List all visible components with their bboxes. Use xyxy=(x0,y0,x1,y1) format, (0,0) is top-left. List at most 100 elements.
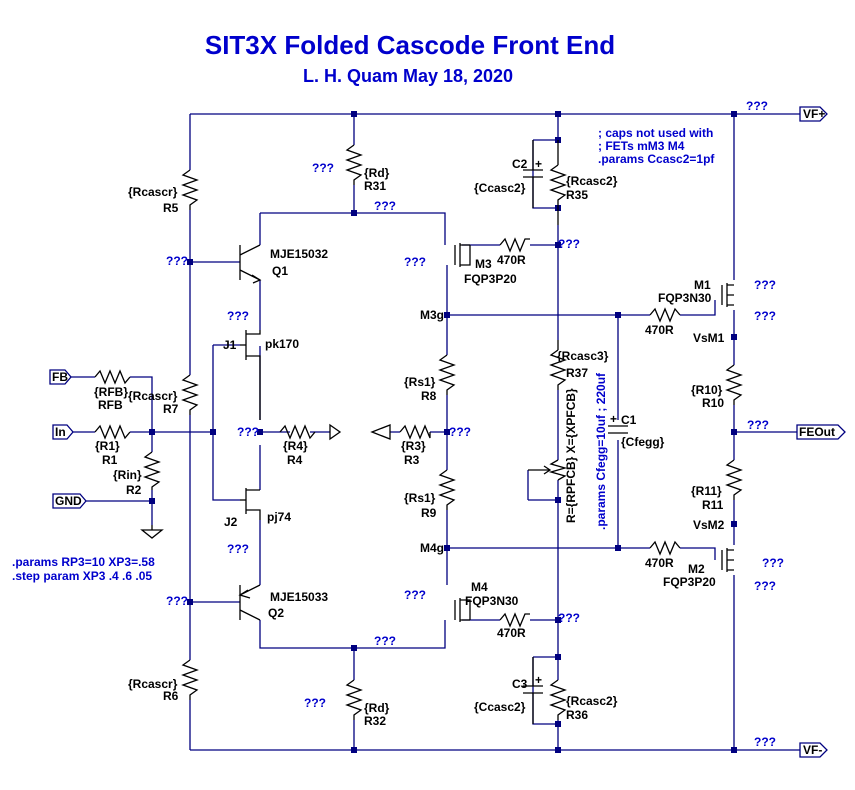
capacitor-c3: + xyxy=(523,657,543,724)
probe-labels: ??? ??? ??? ??? ??? ??? ??? ??? ??? ??? … xyxy=(166,99,784,749)
capacitor-c1: + xyxy=(608,412,628,434)
transistor-q1 xyxy=(239,244,262,284)
r8-name: R8 xyxy=(421,389,437,403)
r10-name: R10 xyxy=(702,396,724,410)
note-params-1: .params RP3=10 XP3=.58 xyxy=(12,555,155,569)
svg-text:???: ??? xyxy=(754,278,776,292)
svg-text:+: + xyxy=(610,412,617,426)
resistor-r3 xyxy=(399,424,431,440)
net-m3g: M3g xyxy=(420,308,444,322)
net-vsm1: VsM1 xyxy=(693,331,725,345)
resistor-r32 xyxy=(345,679,363,720)
resistor-r36 xyxy=(549,679,567,720)
r32-name: R32 xyxy=(364,714,386,728)
j1-name: J1 xyxy=(223,338,237,352)
port-vf-minus: VF- xyxy=(799,742,828,758)
port-in: In xyxy=(52,424,74,440)
m3-name: M3 xyxy=(475,257,492,271)
m3-gate-r: 470R xyxy=(497,253,526,267)
j1-value: pk170 xyxy=(265,337,299,351)
ground-symbol xyxy=(140,525,164,539)
svg-text:???: ??? xyxy=(166,254,188,268)
r36-name: R36 xyxy=(566,708,588,722)
note-caps-2: ; FETs mM3 M4 xyxy=(598,139,685,153)
note-cfegg: .params Cfegg=10uf ; 220uf xyxy=(594,372,608,530)
q2-name: Q2 xyxy=(268,606,284,620)
gate-resistor-m2 xyxy=(649,540,681,556)
svg-text:GND: GND xyxy=(55,494,82,508)
r6-name: R6 xyxy=(163,689,179,703)
resistor-r31 xyxy=(345,144,363,185)
resistor-rfb xyxy=(94,369,131,385)
gate-resistor-m3 xyxy=(499,237,530,253)
svg-text:???: ??? xyxy=(762,556,784,570)
gate-resistor-m1 xyxy=(649,307,681,323)
m4-value: FQP3N30 xyxy=(465,594,519,608)
svg-text:+: + xyxy=(535,673,542,687)
m2-value: FQP3P20 xyxy=(663,575,716,589)
wires xyxy=(70,113,800,751)
m3-value: FQP3P20 xyxy=(464,272,517,286)
svg-text:VF-: VF- xyxy=(803,743,822,757)
svg-text:???: ??? xyxy=(754,735,776,749)
j2-name: J2 xyxy=(224,515,238,529)
r37-name: R37 xyxy=(566,366,588,380)
resistor-r8 xyxy=(438,354,456,395)
gate-resistor-m4 xyxy=(499,612,530,628)
svg-text:+: + xyxy=(535,157,542,171)
r5-name: R5 xyxy=(163,201,179,215)
schematic-subtitle: L. H. Quam May 18, 2020 xyxy=(303,66,513,86)
port-gnd: GND xyxy=(52,493,87,509)
r3-name: R3 xyxy=(404,453,420,467)
c3-value: {Ccasc2} xyxy=(474,700,526,714)
note-caps-1: ; caps not used with xyxy=(598,126,713,140)
resistor-r9 xyxy=(438,469,456,510)
r5-value: {Rcascr} xyxy=(128,185,178,199)
c2-name: C2 xyxy=(512,157,528,171)
resistor-r1 xyxy=(94,424,131,440)
c2-value: {Ccasc2} xyxy=(474,181,526,195)
port-fb: FB xyxy=(49,369,72,385)
r11-name: R11 xyxy=(702,498,724,512)
r4-name: R4 xyxy=(287,453,303,467)
svg-text:FEOut: FEOut xyxy=(799,425,835,439)
svg-text:???: ??? xyxy=(304,696,326,710)
resistor-r11 xyxy=(725,459,743,500)
r35-name: R35 xyxy=(566,188,588,202)
resistor-r7 xyxy=(181,374,199,415)
svg-text:???: ??? xyxy=(754,579,776,593)
r31-name: R31 xyxy=(364,179,386,193)
r1-name: R1 xyxy=(102,453,118,467)
capacitor-c2: + xyxy=(523,140,543,208)
r9-value: {Rs1} xyxy=(404,491,436,505)
r9-name: R9 xyxy=(421,506,437,520)
svg-text:???: ??? xyxy=(747,418,769,432)
r1-value: {R1} xyxy=(95,439,120,453)
svg-text:???: ??? xyxy=(374,199,396,213)
m1-name: M1 xyxy=(694,278,711,292)
svg-text:???: ??? xyxy=(404,255,426,269)
pot-label: R={RPFCB} X={XPFCB} xyxy=(564,388,578,523)
jfet-j2 xyxy=(240,488,261,520)
c1-name: C1 xyxy=(621,413,637,427)
port-vf-plus: VF+ xyxy=(799,106,828,122)
m4-gate-r: 470R xyxy=(497,626,526,640)
m2-gate-r: 470R xyxy=(645,556,674,570)
r2-value: {Rin} xyxy=(113,468,142,482)
q1-value: MJE15032 xyxy=(270,247,328,261)
resistor-r10 xyxy=(725,364,743,405)
m2-name: M2 xyxy=(688,562,705,576)
resistor-r35 xyxy=(549,140,567,225)
schematic-title: SIT3X Folded Cascode Front End xyxy=(205,30,615,60)
r11-value: {R11} xyxy=(691,484,722,498)
svg-text:???: ??? xyxy=(312,161,334,175)
svg-text:???: ??? xyxy=(374,634,396,648)
svg-text:???: ??? xyxy=(227,309,249,323)
svg-text:???: ??? xyxy=(449,425,471,439)
r3-value: {R3} xyxy=(401,439,426,453)
port-feout: FEOut xyxy=(796,424,846,440)
r7-value: {Rcascr} xyxy=(128,389,178,403)
r10-value: {R10} xyxy=(691,383,723,397)
net-m4g: M4g xyxy=(420,541,444,555)
